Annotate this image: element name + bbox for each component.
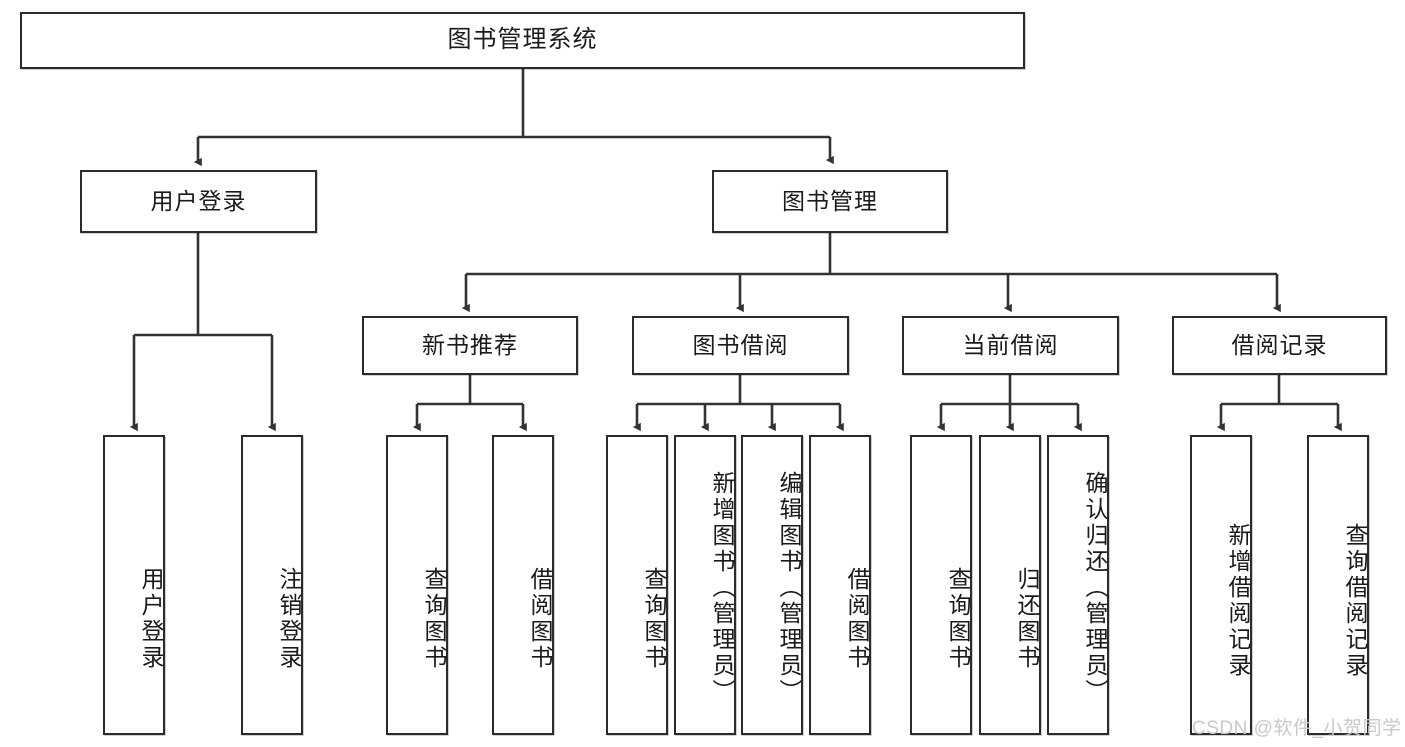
node-new-book-recommend[interactable]: 新书推荐 (362, 316, 578, 375)
node-label: 新增借阅记录 (1225, 523, 1251, 679)
leaf-user-login[interactable]: 用户登录 (103, 435, 165, 735)
node-label: 查询图书 (945, 567, 971, 671)
node-label: 编辑图书（管理员） (776, 471, 802, 705)
node-label: 查询图书 (421, 567, 447, 671)
node-user-login[interactable]: 用户登录 (80, 170, 317, 233)
node-label: 借阅记录 (1231, 331, 1328, 358)
node-book-borrow[interactable]: 图书借阅 (632, 316, 849, 375)
leaf-confirm-return-admin[interactable]: 确认归还（管理员） (1047, 435, 1109, 735)
node-label: 用户登录 (150, 187, 247, 214)
node-current-borrow[interactable]: 当前借阅 (902, 316, 1119, 375)
node-label: 查询图书 (641, 567, 667, 671)
node-label: 借阅图书 (527, 567, 553, 671)
node-borrow-record[interactable]: 借阅记录 (1172, 316, 1387, 375)
node-label: 借阅图书 (844, 567, 870, 671)
node-label: 图书管理系统 (447, 26, 598, 54)
leaf-add-borrow-record[interactable]: 新增借阅记录 (1190, 435, 1252, 735)
node-label: 图书借阅 (692, 331, 789, 358)
node-label: 用户登录 (138, 567, 164, 671)
leaf-query-book-current[interactable]: 查询图书 (910, 435, 972, 735)
leaf-query-book-borrow[interactable]: 查询图书 (606, 435, 668, 735)
leaf-edit-book-admin[interactable]: 编辑图书（管理员） (741, 435, 803, 735)
node-label: 图书管理 (782, 187, 878, 214)
leaf-add-book-admin[interactable]: 新增图书（管理员） (674, 435, 736, 735)
node-label: 注销登录 (276, 567, 302, 671)
node-label: 归还图书 (1014, 567, 1040, 671)
leaf-logout-login[interactable]: 注销登录 (241, 435, 303, 735)
node-book-management[interactable]: 图书管理 (712, 170, 948, 233)
node-label: 查询借阅记录 (1342, 523, 1368, 679)
leaf-borrow-book[interactable]: 借阅图书 (809, 435, 871, 735)
node-label: 新增图书（管理员） (709, 471, 735, 705)
csdn-watermark: CSDN @软件_小贺同学 (1192, 718, 1402, 739)
node-label: 新书推荐 (422, 331, 518, 358)
leaf-query-book-recommend[interactable]: 查询图书 (386, 435, 448, 735)
node-label: 当前借阅 (962, 331, 1059, 358)
leaf-query-borrow-record[interactable]: 查询借阅记录 (1307, 435, 1369, 735)
leaf-borrow-book-recommend[interactable]: 借阅图书 (492, 435, 554, 735)
node-label: 确认归还（管理员） (1082, 471, 1108, 705)
node-root-book-management-system[interactable]: 图书管理系统 (20, 12, 1025, 69)
leaf-return-book[interactable]: 归还图书 (979, 435, 1041, 735)
